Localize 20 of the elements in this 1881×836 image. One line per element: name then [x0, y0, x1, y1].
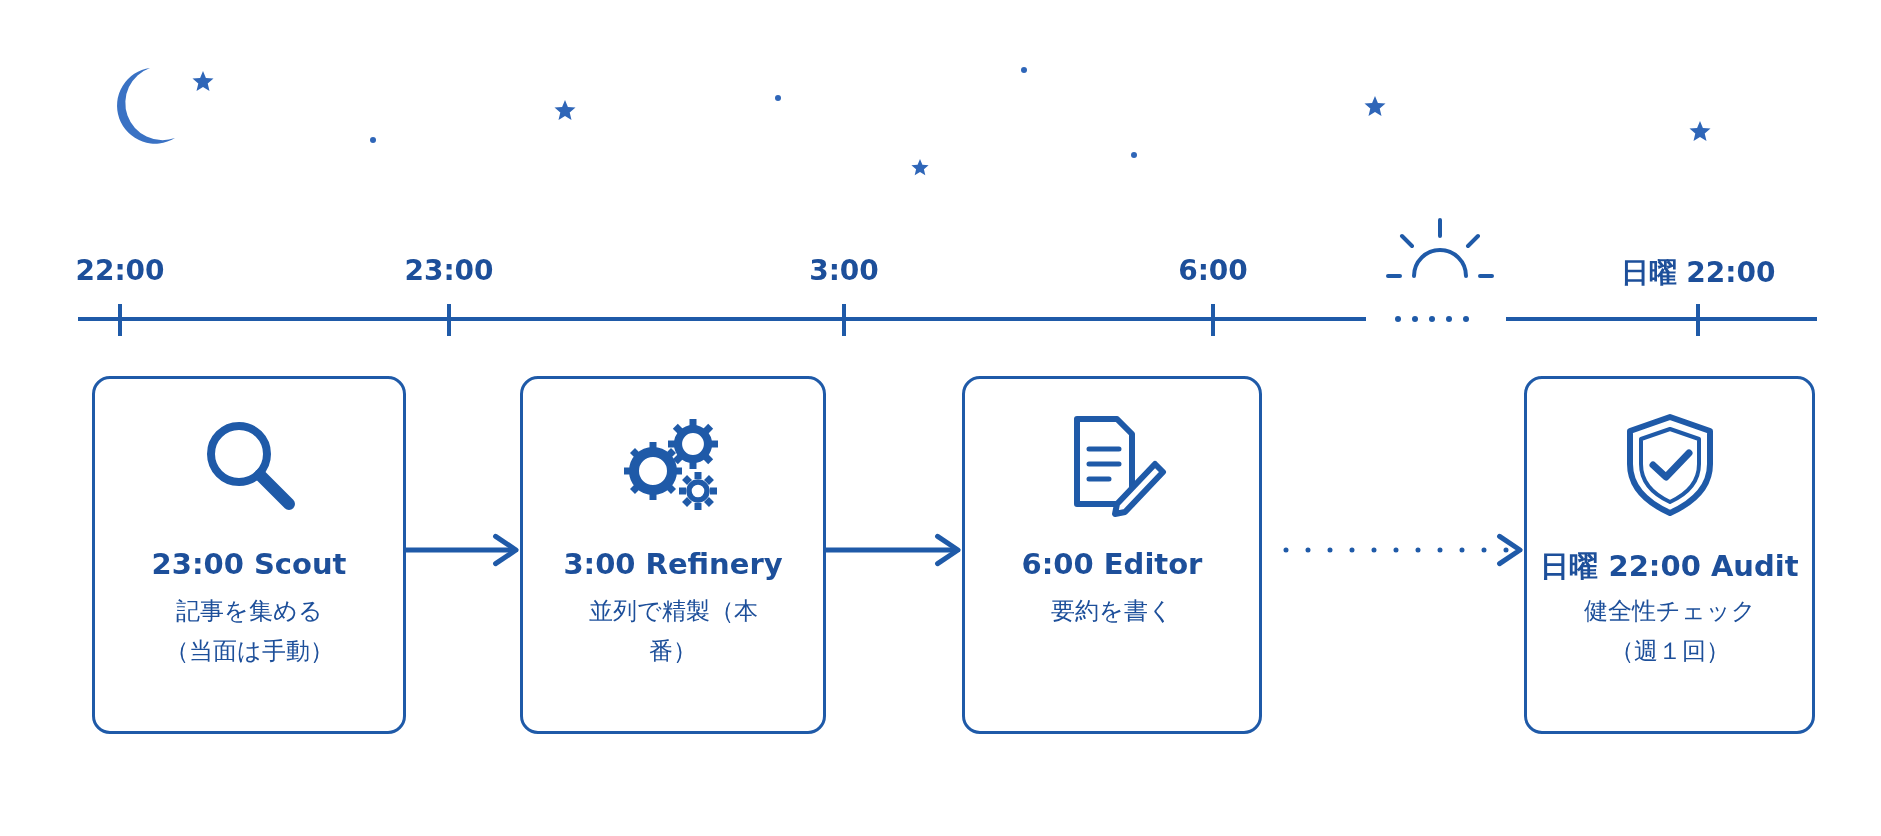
step-title: 23:00 Scout — [150, 547, 348, 581]
time-label: 6:00 — [1178, 254, 1248, 287]
step-description: 健全性チェック（週１回） — [1583, 596, 1756, 667]
step-title: 3:00 Refinery — [562, 547, 784, 581]
step-title: 6:00 Editor — [1020, 547, 1204, 581]
step-card — [1524, 376, 1815, 734]
step-title: 日曜 22:00 Audit — [1539, 548, 1800, 585]
dotted-arrow — [1283, 533, 1523, 567]
time-label: 日曜 22:00 — [1620, 255, 1776, 291]
step-card — [520, 376, 826, 734]
step-description: 記事を集める（当面は手動） — [163, 596, 335, 667]
time-label: 23:00 — [404, 254, 494, 287]
time-label: 3:00 — [809, 254, 879, 287]
arrow — [826, 533, 961, 567]
step-description: 要約を書く — [1050, 596, 1174, 627]
step-card — [962, 376, 1262, 734]
arrow — [406, 533, 519, 567]
step-card — [92, 376, 406, 734]
time-label: 22:00 — [75, 254, 165, 287]
step-description: 並列で精製（本番） — [587, 596, 759, 667]
